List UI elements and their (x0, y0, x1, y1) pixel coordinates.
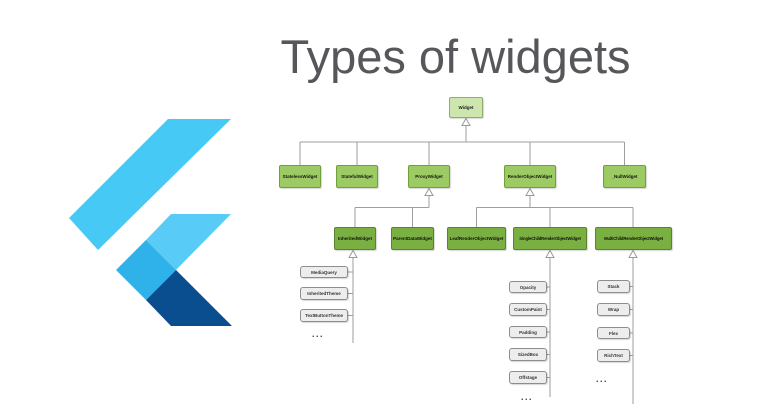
ellipsis-multichild-more: ... (595, 374, 608, 384)
class-label: InheritedTheme (307, 291, 341, 296)
class-box-parentdatawidget: ParentDataWidget (391, 227, 434, 250)
class-box-mediaquery: MediaQuery (300, 266, 348, 278)
class-box-flex: Flex (597, 327, 630, 339)
inheritance-arrow-singlechild (545, 249, 555, 258)
connector-singlechild-descendants (547, 257, 551, 397)
page-title: Types of widgets (280, 30, 631, 83)
class-box-statelesswidget: StatelessWidget (279, 165, 321, 188)
class-box-textbuttontheme: TextButtonTheme (300, 309, 348, 322)
class-box-sizedbox: SizedBox (509, 348, 547, 361)
class-box-inheritedtheme: InheritedTheme (300, 287, 348, 300)
class-label: RenderObjectWidget (507, 174, 553, 179)
class-label: RichText (604, 353, 623, 358)
class-box-renderobjectwidget: RenderObjectWidget (504, 165, 556, 188)
class-box-inheritedwidget: InheritedWidget (334, 227, 376, 250)
class-label: StatefulWidget (341, 174, 373, 179)
class-box-widget: Widget (449, 97, 483, 118)
class-label: StatelessWidget (282, 174, 318, 179)
ellipsis-singlechild-more: ... (520, 392, 533, 402)
class-label: LeafRenderObjectWidget (449, 236, 504, 241)
flutter-logo (69, 119, 232, 326)
class-label: Opacity (519, 284, 537, 290)
flutter-logo-tail (146, 270, 232, 326)
class-box-leafrenderobjectwidget: LeafRenderObjectWidget (447, 227, 506, 250)
class-box-statefulwidget: StatefulWidget (336, 165, 378, 188)
ellipsis-inheritedwidget-more: ... (311, 329, 324, 339)
inheritance-arrow-multichild (628, 249, 638, 258)
connector-multichild-descendants (630, 257, 634, 404)
class-box-opacity: Opacity (509, 281, 547, 293)
connector-proxywidget-children (354, 195, 430, 227)
class-label: Flex (608, 330, 618, 336)
class-label: SizedBox (517, 352, 539, 357)
class-box-offstage: Offstage (509, 371, 547, 384)
class-box-proxywidget: ProxyWidget (408, 165, 450, 188)
connector-renderobjectwidget-children (476, 195, 634, 227)
flutter-logo-top-wing (69, 119, 231, 250)
class-box-padding: Padding (509, 326, 547, 338)
class-label: Wrap (607, 307, 620, 312)
inheritance-arrow-proxywidget (424, 187, 434, 196)
flutter-logo-lower-wing (146, 214, 231, 270)
class-label: Stack (607, 284, 620, 289)
class-box-custompaint: CustomPaint (509, 303, 547, 316)
inheritance-arrow-renderobjectwidget (525, 187, 535, 196)
class-label: TextButtonTheme (305, 313, 343, 318)
class-label: CustomPaint (514, 307, 542, 312)
connector-inheritedwidget-descendants (348, 257, 354, 343)
class-label: Widget (458, 105, 474, 110)
inheritance-arrow-widget (461, 117, 471, 126)
class-box-wrap: Wrap (597, 303, 630, 316)
class-label: MultiChildRenderObjectWidget (604, 236, 663, 241)
class-label: MediaQuery (311, 269, 337, 275)
class-label: ProxyWidget (415, 174, 443, 179)
class-box-nullwidget: _NullWidget (603, 165, 646, 188)
connector-widget-children (299, 125, 625, 165)
class-box-singlechildrenderobjectwidget: SingleChildRenderObjectWidget (513, 227, 587, 250)
class-label: Padding (519, 329, 537, 335)
inheritance-arrow-inheritedwidget (348, 249, 358, 258)
class-label: SingleChildRenderObjectWidget (519, 236, 581, 241)
class-label: InheritedWidget (338, 236, 372, 241)
class-label: ParentDataWidget (393, 236, 432, 241)
class-label: Offstage (518, 375, 538, 380)
class-box-multichildrenderobjectwidget: MultiChildRenderObjectWidget (595, 227, 672, 250)
class-label: _NullWidget (611, 174, 638, 179)
class-box-stack: Stack (597, 280, 630, 293)
class-box-richtext: RichText (597, 349, 630, 362)
